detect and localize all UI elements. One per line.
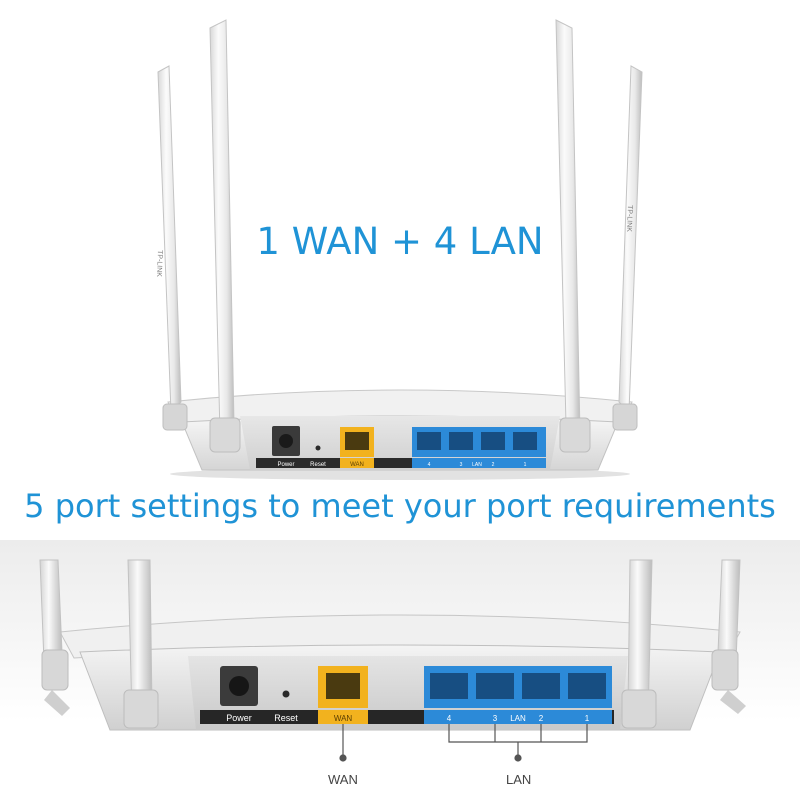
lan-number: 2 <box>539 714 544 723</box>
router-full-view: TP-LINK TP-LINK <box>155 19 643 480</box>
headline: 1 WAN + 4 LAN <box>256 220 544 263</box>
antenna-inner-right <box>555 19 591 453</box>
lan-port <box>430 673 468 699</box>
antenna-brand-text: TP-LINK <box>625 205 633 232</box>
lan-port <box>522 673 560 699</box>
lan-number: 3 <box>460 462 463 468</box>
lan-port <box>449 432 473 450</box>
wan-callout-label: WAN <box>328 772 358 787</box>
router-closeup-view: Power Reset WAN 4 3 LAN 2 1 W <box>0 540 800 800</box>
reset-label: Reset <box>274 713 298 723</box>
lan-callout-label: LAN <box>506 772 532 787</box>
lan-port <box>417 432 441 450</box>
antenna-far-left: TP-LINK <box>155 65 188 431</box>
subheadline: 5 port settings to meet your port requir… <box>24 487 776 525</box>
lan-callout-bracket <box>448 724 588 762</box>
wan-callout-line <box>339 724 347 762</box>
antenna-far-left <box>39 559 70 716</box>
wan-label: WAN <box>350 462 364 468</box>
lan-number: 4 <box>428 462 431 468</box>
port-panel-small: Power Reset WAN 4 3 LAN 2 1 <box>256 426 546 468</box>
lan-label: LAN <box>472 462 482 468</box>
reset-hole <box>282 690 290 698</box>
antenna-inner-right <box>621 559 657 729</box>
lan-port <box>568 673 606 699</box>
lan-number: 1 <box>585 714 590 723</box>
port-panel-large: Power Reset WAN 4 3 LAN 2 1 <box>200 666 614 724</box>
reset-hole <box>315 445 321 451</box>
lan-number: 4 <box>447 714 452 723</box>
power-label: Power <box>277 462 294 468</box>
antenna-inner-left <box>209 19 241 453</box>
antenna-brand-text: TP-LINK <box>155 250 163 277</box>
antenna-inner-left <box>123 559 159 729</box>
router-full-illustration: TP-LINK TP-LINK <box>155 19 643 480</box>
antenna-far-right <box>711 559 746 714</box>
reset-label: Reset <box>310 462 326 468</box>
lan-number: 1 <box>524 462 527 468</box>
lan-port <box>513 432 537 450</box>
lan-number: 3 <box>493 714 498 723</box>
antenna-far-right: TP-LINK <box>612 65 643 431</box>
lan-port <box>476 673 514 699</box>
wan-label: WAN <box>334 714 353 723</box>
lan-label: LAN <box>510 714 526 723</box>
lan-port <box>481 432 505 450</box>
lan-number: 2 <box>492 462 495 468</box>
power-label: Power <box>226 713 252 723</box>
router-closeup-illustration: Power Reset WAN 4 3 LAN 2 1 <box>39 559 746 762</box>
